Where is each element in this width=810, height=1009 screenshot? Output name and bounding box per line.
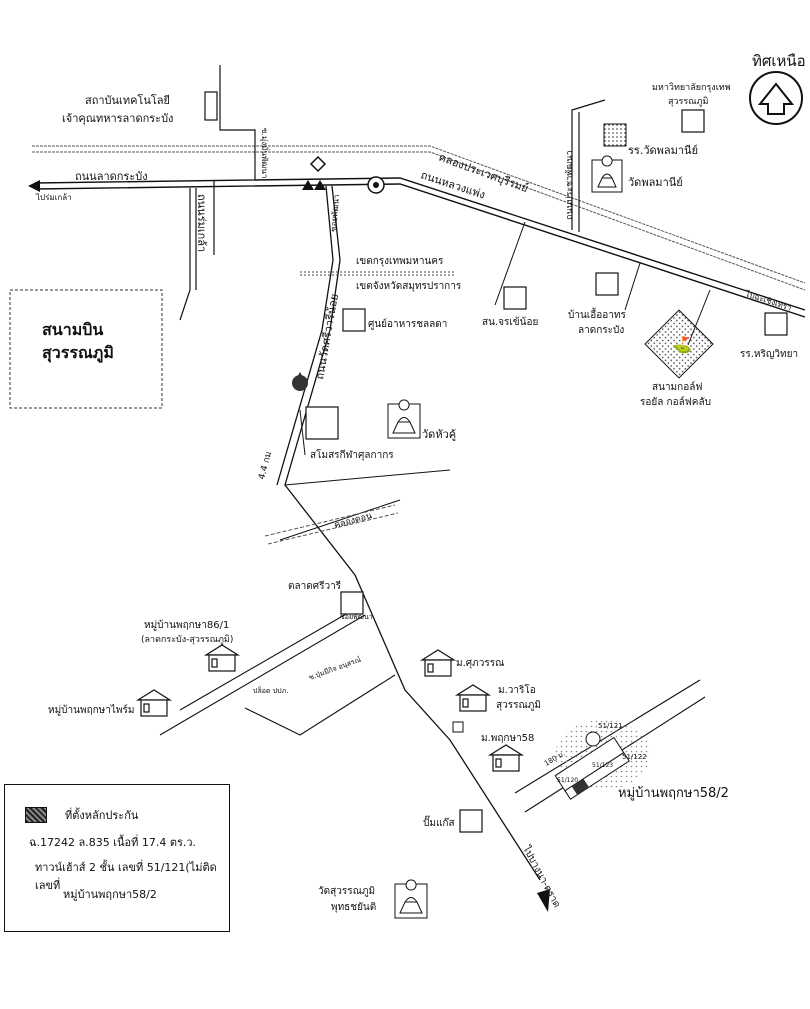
suwinthawong-road: [179, 188, 197, 321]
village-58-2-label: หมู่บ้านพฤกษา58/2: [618, 786, 729, 801]
wat-sriwari-road: [276, 185, 541, 881]
m-pruksa58-label: ม.พฤกษา58: [481, 733, 534, 744]
m-wario-label-2: สุวรรณภูมิ: [496, 700, 541, 711]
distance-label: 4.4 กม: [257, 451, 274, 481]
village-prime-label: หมู่บ้านพฤกษาไพร์ม: [48, 704, 134, 716]
arrow-to-romklao: [28, 180, 40, 192]
prachaphatana-road: [571, 99, 606, 232]
airport-label-1: สนามบิน: [42, 320, 103, 339]
north-indicator: [749, 71, 803, 125]
khlong-dong-canal: [264, 504, 399, 545]
bkk-boundary-label: เขตกรุงเทพมหานคร: [356, 256, 444, 267]
school-harin-label: รร.หริญวิทยา: [740, 349, 798, 360]
ban-ua-label-2: ลาดกระบัง: [578, 325, 624, 336]
tech-institute-label-1: สถาบันเทคโนโลยี: [85, 93, 170, 107]
plot-51-123-label: 51/123: [592, 762, 613, 769]
legend-deed-info: ฉ.17242 ล.835 เนื้อที่ 17.4 ตร.ว.: [29, 836, 197, 849]
lat-krabang-label: ถนนลาดกระบัง: [75, 170, 148, 183]
to-romklao-label: ไปร่มเกล้า: [35, 193, 72, 202]
soi-kingkaew-label: ซ.มุ่งมั่นพัฒนา: [260, 128, 271, 178]
school-icon-wat-pol: [603, 123, 627, 147]
legend-house-info: ทาวน์เฮ้าส์ 2 ชั้น เลขที่ 51/121(ไม่ติดเ…: [35, 861, 217, 892]
village-roads-west: [159, 605, 396, 736]
branch-roads: [279, 221, 711, 541]
legend-village: หมู่บ้านพฤกษา58/2: [63, 888, 157, 901]
small-road-3-label: ปล็อต ปปภ.: [253, 686, 288, 695]
ban-ua-label-1: บ้านเอื้ออาทร: [568, 307, 626, 321]
khlong-prawet-canal: [32, 145, 806, 291]
to-chachoengsao-label: ไปฉะเชิงเทรา: [743, 289, 792, 313]
khlong-dong-label: คลองดอน: [333, 511, 373, 531]
gas-label: ปั๊มแก๊ส: [423, 815, 455, 829]
wat-hua-ku-label: วัดหัวคู้: [422, 428, 456, 441]
fuel-station-icons: [292, 155, 464, 733]
small-road-2-label: ซ.ปุ่มมีกิจ อนุสรณ์: [308, 655, 363, 681]
wat-suwan-label-1: วัดสุวรรณภูมิ: [318, 886, 375, 897]
talad-sriwari-label: ตลาดศรีวารี: [288, 580, 342, 592]
building-markers: [204, 91, 788, 833]
small-road-1-label: ซอยพัฒนา: [329, 194, 341, 232]
m-supawan-label: ม.ศุภวรรณ: [456, 658, 504, 669]
tech-institute-label-2: เจ้าคุณทหารลาดกระบัง: [62, 112, 173, 125]
temple-icon-wat-pol: [591, 155, 623, 193]
district-boundary: [300, 271, 455, 276]
lat-krabang-road: [34, 177, 806, 318]
plot-51-122-label: 51/122: [622, 753, 647, 761]
airport-box: [9, 289, 163, 409]
mahanakorn-label-2: สุวรรณภูมิ: [668, 96, 708, 107]
wat-sriwari-label: ถนนวัดศรีวารีน้อย: [313, 293, 341, 381]
golf-label-2: รอยัล กอล์ฟคลับ: [640, 396, 711, 408]
food-center-label: ศูนย์อาหารชลลดา: [368, 318, 447, 330]
collateral-swatch: [25, 807, 47, 823]
wat-suwan-label-2: พุทธชยันติ: [331, 902, 376, 913]
assoc-label: สโมสรกีฬาศุลกากร: [310, 448, 394, 461]
airport-label-2: สุวรรณภูมิ: [42, 343, 114, 364]
school-wat-pol-label: รร.วัดพลมานีย์: [628, 144, 698, 157]
m-wario-label-1: ม.วาริโอ: [498, 683, 536, 696]
legend-box: ที่ตั้งหลักประกัน ฉ.17242 ล.835 เนื้อที่…: [4, 784, 230, 932]
plot-51-121-label: 51/121: [598, 722, 623, 730]
jorakhe-noi-label: สน.จรเข้น้อย: [482, 316, 538, 328]
tech-institute-road: [213, 65, 256, 255]
samut-boundary-label: เขตจังหวัดสมุทรปราการ: [356, 281, 462, 292]
mahanakorn-label-1: มหาวิทยาลัยกรุงเทพ: [652, 82, 731, 93]
legend-title: ที่ตั้งหลักประกัน: [65, 809, 139, 822]
prachaphatana-label: ถนนประชาพัฒนา: [565, 150, 575, 220]
collateral-plot: [554, 720, 651, 800]
golf-flag-icon: ⛳: [672, 335, 692, 354]
plot-51-120-label: 51/120: [557, 777, 578, 784]
wat-pol-label: วัดพลมานีย์: [628, 176, 683, 189]
suwinthawong-label: ถนนร่มเกล้า: [195, 194, 208, 252]
golf-course: [644, 309, 714, 379]
village-86-label-2: (ลาดกระบัง-สุวรรณภูมิ): [141, 634, 233, 645]
small-road-4-label: ซอยพัฒนา: [340, 613, 373, 621]
arrow-to-bang-na: [537, 889, 550, 912]
village-86-label-1: หมู่บ้านพฤกษา86/1: [144, 619, 229, 631]
north-label: ทิศเหนือ: [752, 52, 806, 70]
temple-icon-wat-suwan: [394, 879, 428, 919]
house-icons: [135, 644, 525, 772]
temple-icon-wat-hua-ku: [387, 399, 421, 439]
golf-label-1: สนามกอล์ฟ: [652, 381, 702, 393]
